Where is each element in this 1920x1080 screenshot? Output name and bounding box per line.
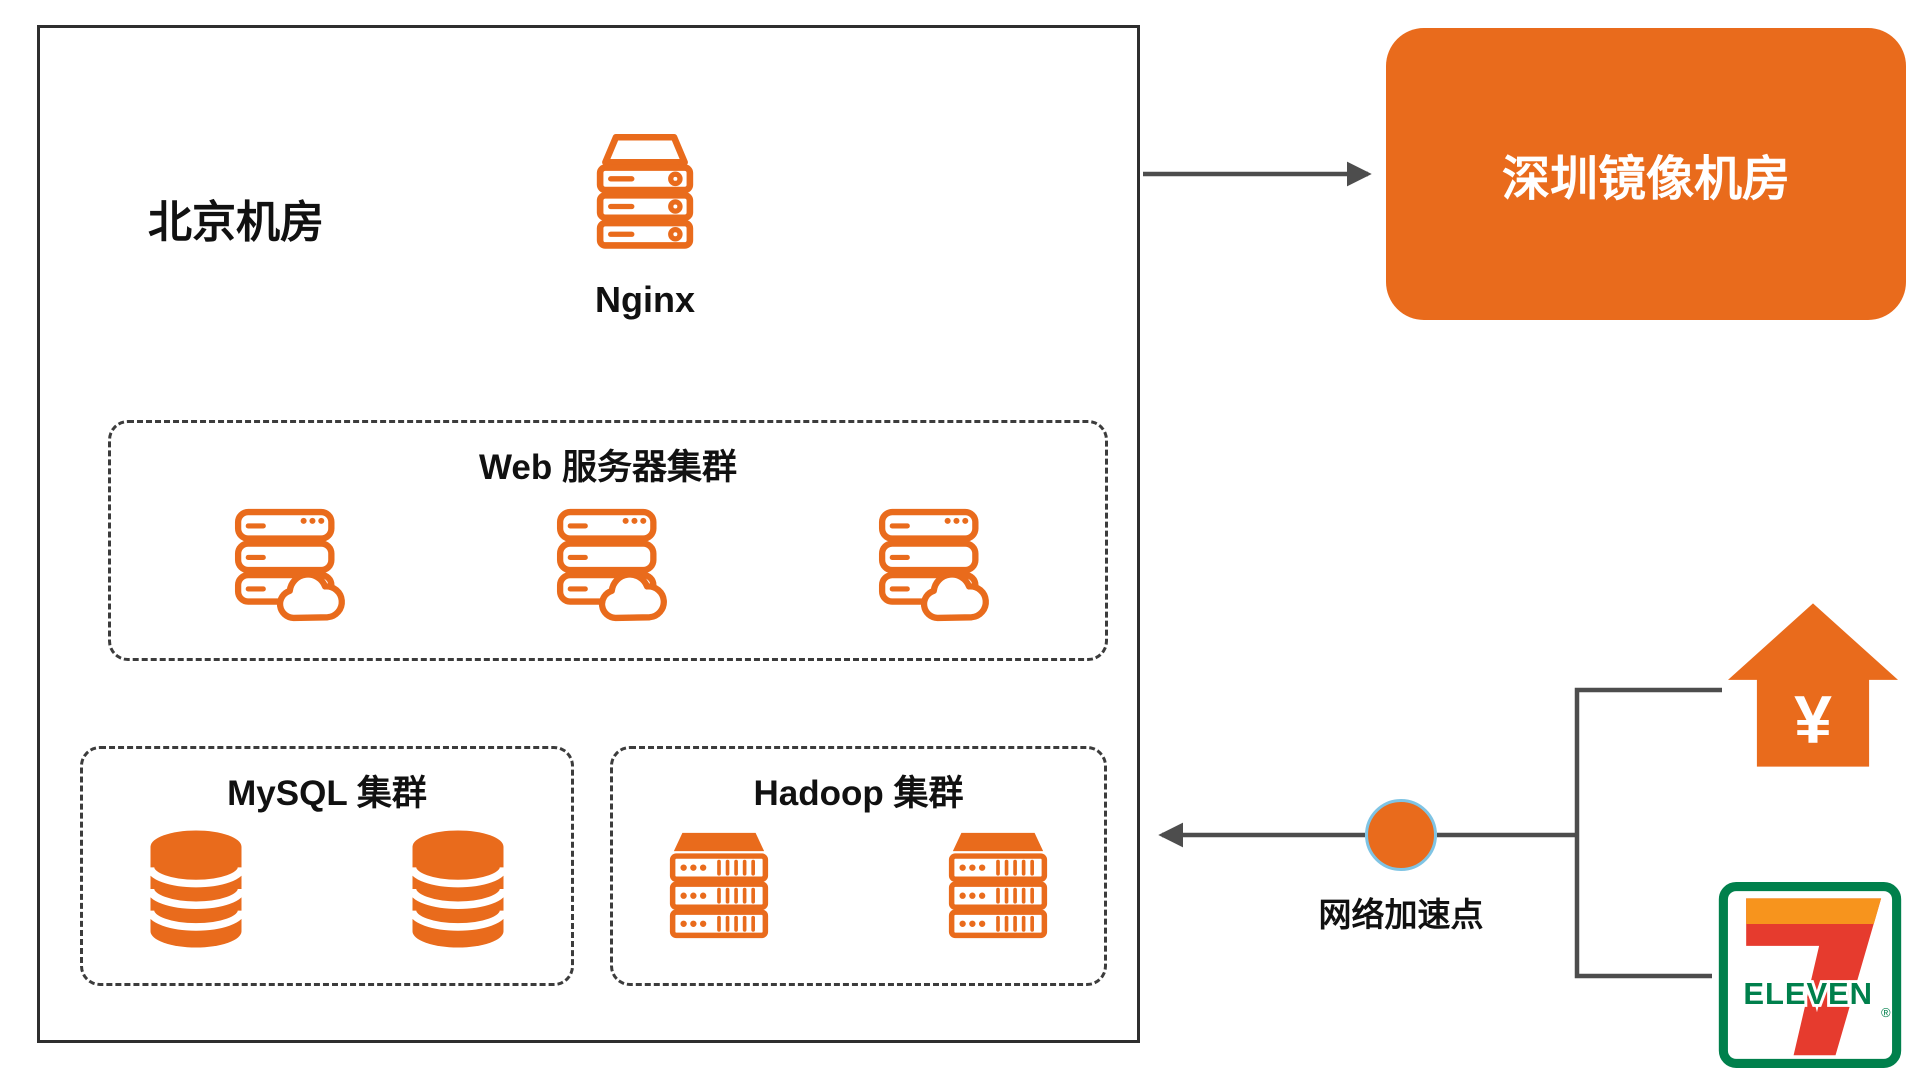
hadoop-cluster-box: Hadoop 集群 xyxy=(610,746,1107,986)
nginx-server-icon xyxy=(596,133,694,249)
acceleration-point-label: 网络加速点 xyxy=(1318,896,1484,933)
registered-mark: ® xyxy=(1881,1005,1891,1020)
hadoop-cluster-title: Hadoop 集群 xyxy=(753,774,964,813)
seven-eleven-endpoint: ELEVEN ® xyxy=(1718,882,1902,1068)
web-cluster-title: Web 服务器集群 xyxy=(479,448,737,487)
cloud-server-icon xyxy=(878,508,989,622)
acceleration-point-node xyxy=(1365,799,1437,871)
cloud-server-icon xyxy=(234,508,345,622)
web-cluster-icons xyxy=(111,490,1105,628)
server-rack-icon xyxy=(669,832,769,939)
database-cylinder-icon xyxy=(146,830,246,948)
seven-digit xyxy=(1746,898,1882,1056)
shenzhen-mirror-room-label: 深圳镜像机房 xyxy=(1501,153,1790,206)
seven-digit-top-bar xyxy=(1746,898,1882,924)
line-endpoints-branch xyxy=(1574,687,1722,979)
hadoop-cluster-icons xyxy=(613,816,1104,950)
database-cylinder-icon xyxy=(408,830,508,948)
yen-symbol: ¥ xyxy=(1794,682,1832,758)
web-cluster-box: Web 服务器集群 xyxy=(108,420,1108,661)
nginx-node: Nginx xyxy=(505,128,785,321)
server-rack-icon xyxy=(948,832,1048,939)
shenzhen-mirror-room-box: 深圳镜像机房 xyxy=(1386,28,1906,320)
nginx-label: Nginx xyxy=(594,279,695,320)
mysql-cluster-box: MySQL 集群 xyxy=(80,746,574,986)
house-yen-icon: ¥ xyxy=(1728,603,1898,767)
beijing-room-title: 北京机房 xyxy=(148,198,324,247)
cloud-server-icon xyxy=(556,508,667,622)
seven-eleven-logo: ELEVEN ® xyxy=(1718,882,1902,1068)
eleven-word: ELEVEN xyxy=(1743,976,1873,1011)
payment-house-endpoint: ¥ xyxy=(1727,600,1899,770)
mysql-cluster-icons xyxy=(83,816,571,954)
mysql-cluster-title: MySQL 集群 xyxy=(227,774,427,813)
beijing-room-box: 北京机房 Nginx Web 服务器集群 xyxy=(37,25,1140,1043)
